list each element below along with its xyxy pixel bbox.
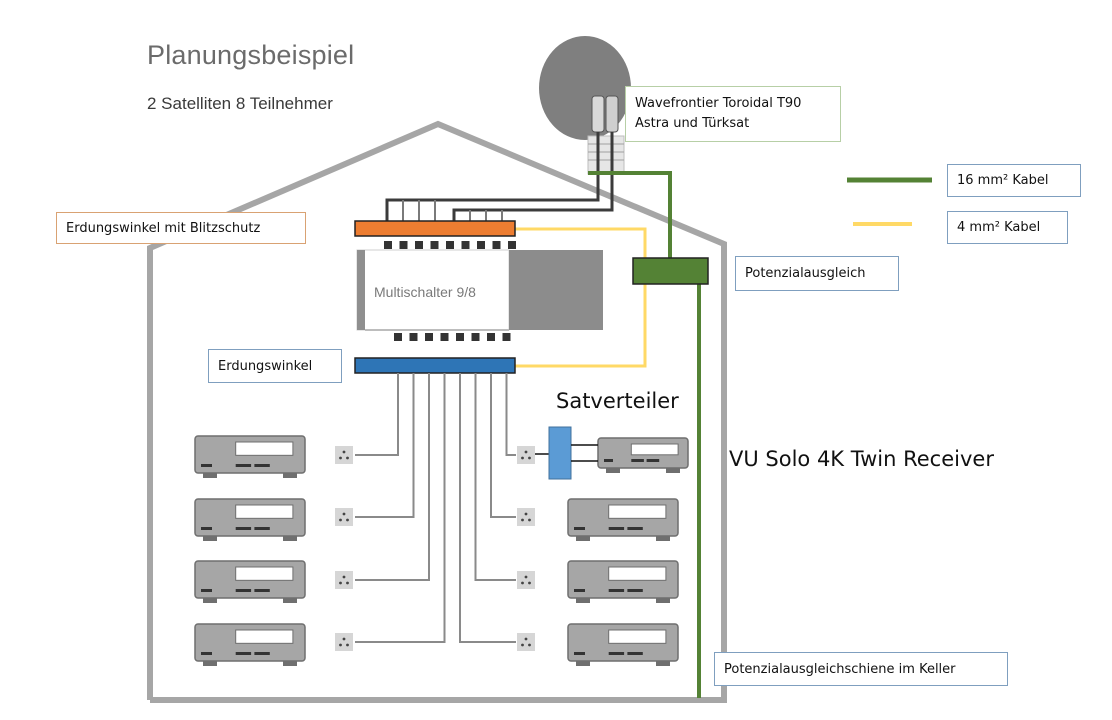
receiver-icon <box>567 560 679 603</box>
input-port <box>384 241 392 249</box>
house-outline <box>147 120 727 703</box>
lightning-ground-label: Erdungswinkel mit Blitzschutz <box>56 212 306 244</box>
receiver-icon <box>194 498 306 541</box>
output-cable <box>490 373 516 518</box>
receiver-icon <box>567 623 679 666</box>
diagram-title: Planungsbeispiel <box>147 40 355 70</box>
wall-socket-icon <box>517 571 535 589</box>
output-cables <box>355 373 516 643</box>
wall-socket-icon <box>335 446 353 464</box>
wall-sockets <box>335 446 535 651</box>
wall-socket-icon <box>517 446 535 464</box>
output-port <box>456 333 464 341</box>
output-cable <box>474 373 516 581</box>
equipotential-label: Potenzialausgleich <box>735 256 899 291</box>
receiver-icon <box>597 437 689 473</box>
wall-socket-icon <box>335 571 353 589</box>
receivers <box>194 435 689 666</box>
legend-label-4mm: 4 mm² Kabel <box>947 211 1068 244</box>
legend-label-16mm: 16 mm² Kabel <box>947 164 1081 197</box>
output-cable <box>355 373 430 581</box>
cable-4mm-top <box>515 227 647 258</box>
input-port <box>477 241 485 249</box>
cable-4mm-bottom <box>515 283 647 368</box>
satellite-dish-icon <box>539 36 631 175</box>
receiver-icon <box>194 560 306 603</box>
antenna-label-line2: Astra und Türksat <box>635 116 750 131</box>
output-cable <box>459 373 516 643</box>
wall-socket-icon <box>335 633 353 651</box>
wall-socket-icon <box>517 508 535 526</box>
antenna-label-line1: Wavefrontier Toroidal T90 <box>635 96 802 111</box>
receiver-label: VU Solo 4K Twin Receiver <box>729 447 994 471</box>
output-port <box>487 333 495 341</box>
equipotential-box <box>632 257 709 285</box>
output-cable <box>355 373 446 643</box>
basement-bar-label: Potenzialausgleichschiene im Keller <box>714 652 1008 686</box>
output-cable <box>355 373 415 518</box>
output-cable <box>355 373 399 456</box>
diagram-subtitle: 2 Satelliten 8 Teilnehmer <box>147 94 333 113</box>
multiswitch-output-ports <box>394 333 511 341</box>
output-cable <box>505 373 516 456</box>
cable-16mm <box>588 171 672 258</box>
ground-label: Erdungswinkel <box>208 349 342 383</box>
ground-bar <box>354 357 516 374</box>
input-port <box>446 241 454 249</box>
receiver-icon <box>567 498 679 541</box>
antenna-label: Wavefrontier Toroidal T90 Astra und Türk… <box>625 86 841 142</box>
output-port <box>394 333 402 341</box>
input-port <box>492 241 501 249</box>
output-port <box>409 333 418 341</box>
input-port <box>399 241 408 249</box>
receiver-icon <box>194 623 306 666</box>
multiswitch-label: Multischalter 9/8 <box>374 284 476 300</box>
wall-socket-icon <box>335 508 353 526</box>
output-port <box>502 333 511 341</box>
splitter-label: Satverteiler <box>556 389 679 413</box>
lnb-drops <box>402 200 503 222</box>
wall-socket-icon <box>517 633 535 651</box>
receiver-icon <box>194 435 306 478</box>
output-port <box>425 333 433 341</box>
input-port <box>461 241 470 249</box>
multiswitch <box>356 249 603 331</box>
multiswitch-input-ports <box>384 241 516 249</box>
sat-splitter <box>535 426 598 480</box>
input-port <box>508 241 516 249</box>
lnb-cables <box>385 132 614 222</box>
input-port <box>430 241 439 249</box>
input-port <box>415 241 423 249</box>
output-port <box>440 333 449 341</box>
lightning-ground-bar <box>354 220 516 237</box>
output-port <box>471 333 480 341</box>
